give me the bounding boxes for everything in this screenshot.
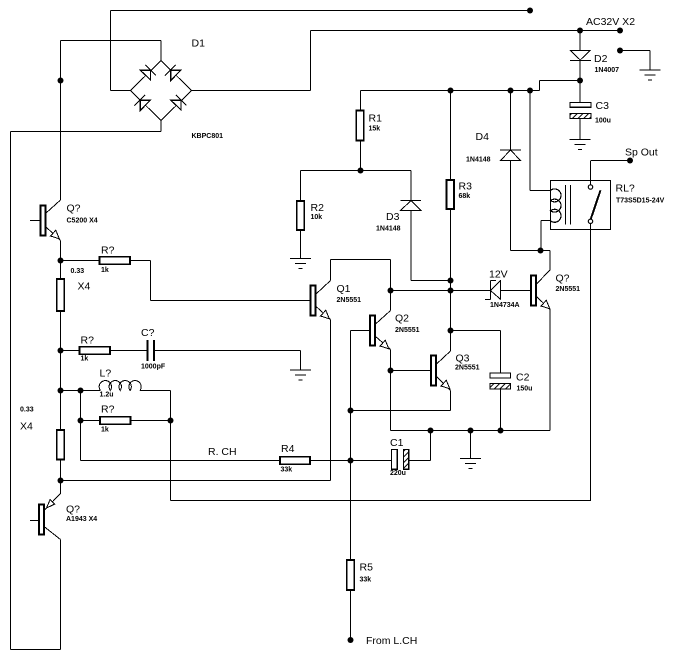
svg-text:R?: R? [81, 335, 95, 347]
svg-text:L?: L? [100, 368, 112, 380]
svg-text:1.2u: 1.2u [100, 392, 114, 399]
svg-text:D4: D4 [476, 131, 490, 143]
svg-text:A1943 X4: A1943 X4 [66, 516, 97, 523]
svg-text:D3: D3 [386, 211, 400, 223]
svg-text:100u: 100u [595, 118, 611, 125]
svg-text:R?: R? [101, 404, 115, 416]
svg-text:220u: 220u [390, 470, 406, 477]
svg-text:Q?: Q? [556, 273, 570, 285]
svg-text:RL?: RL? [616, 183, 635, 195]
svg-text:Q?: Q? [66, 504, 80, 516]
svg-text:D1: D1 [192, 38, 206, 50]
svg-text:1k: 1k [101, 427, 109, 434]
svg-text:C5200 X4: C5200 X4 [67, 218, 98, 225]
svg-text:1N4734A: 1N4734A [490, 302, 520, 309]
svg-text:X4: X4 [20, 421, 33, 433]
svg-text:C?: C? [141, 327, 155, 339]
svg-text:1N4148: 1N4148 [376, 226, 401, 233]
svg-text:Q3: Q3 [456, 353, 470, 365]
svg-text:R2: R2 [311, 202, 325, 214]
svg-text:Q1: Q1 [337, 283, 351, 295]
svg-text:2N5551: 2N5551 [455, 365, 480, 372]
svg-text:AC32V X2: AC32V X2 [586, 16, 635, 28]
svg-text:R. CH: R. CH [208, 446, 237, 458]
svg-text:33k: 33k [360, 577, 372, 584]
svg-text:KBPC801: KBPC801 [192, 133, 224, 140]
svg-text:D2: D2 [594, 53, 608, 65]
svg-text:C3: C3 [596, 100, 610, 112]
svg-text:C1: C1 [390, 437, 404, 449]
svg-text:Q?: Q? [67, 203, 81, 215]
svg-text:C2: C2 [516, 372, 530, 384]
svg-text:1k: 1k [81, 356, 89, 363]
svg-text:10k: 10k [311, 214, 323, 221]
svg-text:1N4007: 1N4007 [595, 67, 620, 74]
svg-text:X4: X4 [78, 281, 91, 293]
svg-text:R5: R5 [360, 562, 374, 574]
svg-text:0.33: 0.33 [20, 407, 34, 414]
svg-text:R?: R? [101, 245, 115, 257]
svg-text:1000pF: 1000pF [141, 364, 166, 371]
svg-text:T73S5D15-24V: T73S5D15-24V [616, 198, 665, 205]
svg-text:0.33: 0.33 [71, 268, 85, 275]
svg-text:2N5551: 2N5551 [337, 297, 362, 304]
svg-text:150u: 150u [517, 386, 533, 393]
svg-text:1N4148: 1N4148 [466, 157, 491, 164]
svg-text:From L.CH: From L.CH [366, 635, 417, 647]
svg-text:15k: 15k [369, 126, 381, 133]
svg-text:R3: R3 [459, 181, 473, 193]
svg-text:2N5551: 2N5551 [556, 286, 581, 293]
svg-text:1k: 1k [101, 267, 109, 274]
svg-text:68k: 68k [459, 193, 471, 200]
svg-text:2N5551: 2N5551 [395, 327, 420, 334]
svg-text:R4: R4 [281, 443, 295, 455]
svg-text:12V: 12V [489, 269, 508, 281]
svg-text:R1: R1 [369, 113, 383, 125]
svg-text:Q2: Q2 [395, 313, 409, 325]
svg-text:Sp Out: Sp Out [625, 147, 658, 159]
svg-text:33k: 33k [281, 467, 293, 474]
